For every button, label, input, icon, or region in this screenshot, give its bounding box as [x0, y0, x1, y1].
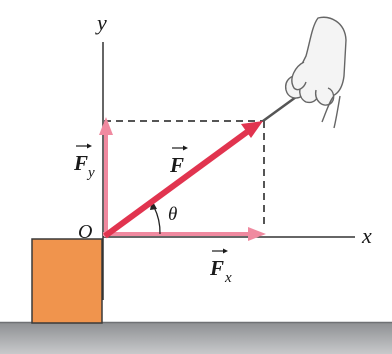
x-axis-label: x: [361, 223, 372, 248]
angle-label: θ: [168, 204, 177, 225]
force-x-component-arrow: [103, 227, 266, 241]
force-x-label-sub: x: [224, 270, 232, 286]
force-x-label: F x: [209, 248, 232, 286]
force-label: F: [169, 145, 188, 177]
force-x-label-main: F: [209, 256, 224, 280]
force-arrow: [103, 121, 263, 239]
origin-label: O: [78, 221, 92, 243]
rope: [262, 95, 297, 123]
force-label-text: F: [169, 153, 184, 177]
ground-surface: [0, 322, 392, 354]
force-y-label: F y: [73, 143, 95, 181]
force-y-label-sub: y: [86, 165, 95, 181]
force-y-component-arrow: [99, 117, 113, 237]
force-y-label-main: F: [73, 151, 88, 175]
block: [31, 238, 103, 324]
hand-pulling-rope-icon: [285, 16, 347, 129]
y-axis-label: y: [95, 10, 107, 35]
